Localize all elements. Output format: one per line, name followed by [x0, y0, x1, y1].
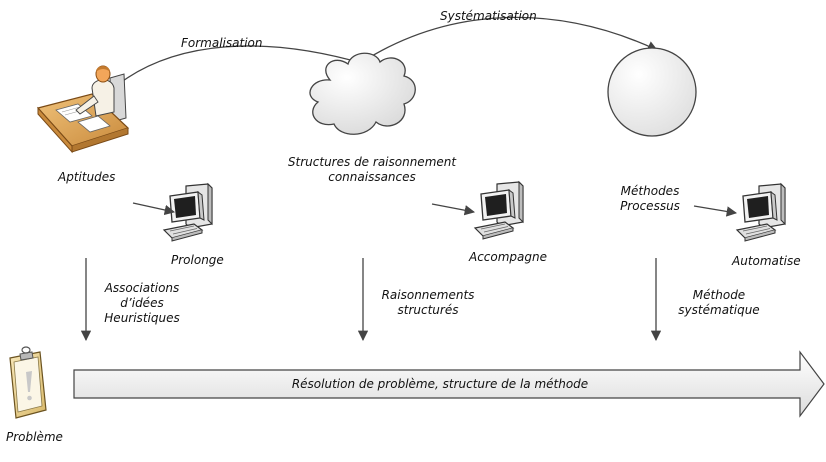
- label-structures: Structures de raisonnement connaissances: [288, 155, 456, 185]
- arrow-to-automatise: [693, 205, 738, 217]
- computer-icon-automatise: [736, 183, 786, 242]
- circle-icon: [607, 47, 697, 137]
- cloud-icon: [309, 52, 416, 135]
- label-methode-line1: Méthode: [692, 288, 746, 302]
- label-resolution: Résolution de problème, structure de la …: [291, 377, 589, 391]
- label-associations-line2: d’idées: [120, 296, 164, 310]
- label-methodes-line1: Méthodes: [620, 184, 680, 198]
- label-systematisation: Systématisation: [440, 9, 537, 23]
- label-methodes: Méthodes Processus: [620, 184, 680, 214]
- label-associations-line1: Associations: [104, 281, 180, 295]
- label-methodes-line2: Processus: [620, 199, 680, 213]
- label-associations-line3: Heuristiques: [104, 311, 180, 325]
- formalisation-curve: [115, 45, 366, 87]
- label-methode-line2: systématique: [678, 303, 760, 317]
- label-probleme: Problème: [6, 430, 63, 444]
- person-at-desk-icon: [36, 65, 130, 154]
- big-resolution-arrow: [73, 350, 825, 418]
- label-methode: Méthode systématique: [678, 288, 759, 318]
- label-aptitudes: Aptitudes: [58, 170, 116, 184]
- arrow-to-prolonge: [132, 202, 176, 216]
- label-raisonnements: Raisonnements structurés: [382, 288, 475, 318]
- computer-icon-prolonge: [163, 183, 213, 242]
- systematisation-curve: [364, 16, 658, 61]
- label-accompagne: Accompagne: [469, 250, 548, 264]
- label-automatise: Automatise: [732, 254, 801, 268]
- label-associations: Associations d’idées Heuristiques: [104, 281, 179, 326]
- label-raisonnements-line1: Raisonnements: [381, 288, 475, 302]
- computer-icon-accompagne: [474, 181, 524, 240]
- label-raisonnements-line2: structurés: [397, 303, 459, 317]
- label-structures-line2: connaissances: [328, 170, 416, 184]
- arrow-to-accompagne: [431, 203, 476, 216]
- clipboard-icon: [9, 346, 47, 419]
- label-structures-line1: Structures de raisonnement: [287, 155, 457, 169]
- label-prolonge: Prolonge: [171, 253, 224, 267]
- label-formalisation: Formalisation: [181, 36, 263, 50]
